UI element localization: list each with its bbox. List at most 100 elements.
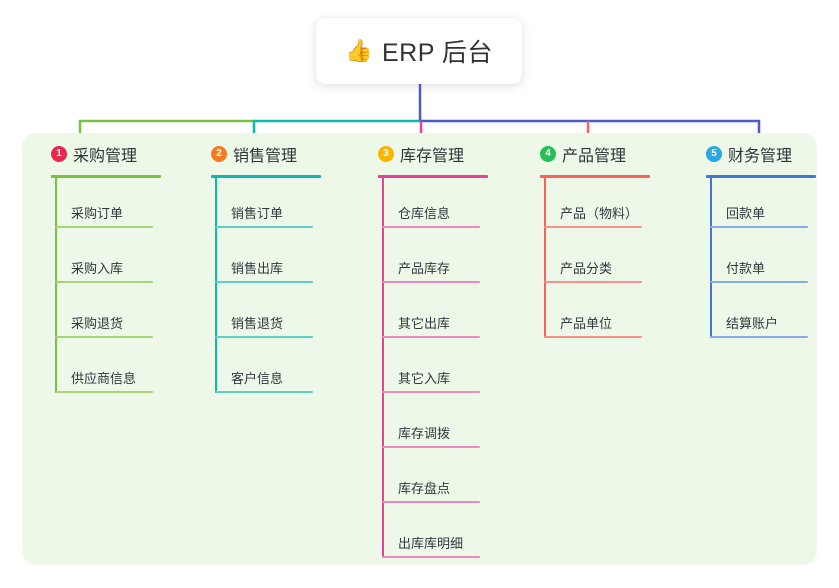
branch-header[interactable]: 3 库存管理	[362, 133, 522, 175]
branch-item[interactable]: 结算账户	[690, 287, 839, 342]
branch-item-label: 库存调拨	[398, 426, 451, 441]
branch-title: 财务管理	[728, 148, 793, 165]
branch-item-list: 产品（物料） 产品分类产品单位	[524, 177, 684, 342]
branch-item[interactable]: 库存调拨	[362, 397, 522, 452]
branch-item-label: 销售订单	[231, 206, 284, 221]
branch-item[interactable]: 其它入库	[362, 342, 522, 397]
branch-item-label: 采购退货	[71, 316, 124, 331]
root-node[interactable]: 👍 ERP 后台	[316, 18, 522, 84]
branch-item-label: 销售退货	[231, 316, 284, 331]
branch-item-underline	[710, 336, 808, 338]
branch-item-label: 其它出库	[398, 316, 451, 331]
branch-item[interactable]: 采购退货	[35, 287, 195, 342]
branch-item-underline	[382, 446, 480, 448]
branch-item-label: 产品单位	[560, 316, 613, 331]
branch-item[interactable]: 采购订单	[35, 177, 195, 232]
branch-item[interactable]: 产品（物料）	[524, 177, 684, 232]
branch-item[interactable]: 仓库信息	[362, 177, 522, 232]
branch-title: 销售管理	[233, 148, 298, 165]
branch-item-label: 销售出库	[231, 261, 284, 276]
branch-item[interactable]: 库存盘点	[362, 452, 522, 507]
branch-item-underline	[544, 281, 642, 283]
branch-header[interactable]: 4 产品管理	[524, 133, 684, 175]
branch-item[interactable]: 产品分类	[524, 232, 684, 287]
branch-item-list: 仓库信息产品库存其它出库其它入库库存调拨库存盘点出库库明细	[362, 177, 522, 562]
branch-item-label: 其它入库	[398, 371, 451, 386]
branch-spine	[55, 177, 57, 393]
branch-number-badge: 5	[706, 146, 722, 162]
branch-item[interactable]: 采购入库	[35, 232, 195, 287]
branch-item-list: 回款单付款单结算账户	[690, 177, 839, 342]
branch-item-label: 付款单	[726, 261, 766, 276]
branch-item-underline	[55, 281, 153, 283]
branch-item-label: 回款单	[726, 206, 766, 221]
branch-spine	[710, 177, 712, 338]
branch-underline	[211, 175, 321, 178]
branch-item-label: 采购订单	[71, 206, 124, 221]
branch-item[interactable]: 销售订单	[195, 177, 355, 232]
branch-item-underline	[382, 281, 480, 283]
thumbs-up-icon: 👍	[345, 38, 373, 63]
branch-underline	[378, 175, 488, 178]
branch-item-underline	[215, 281, 313, 283]
branch-item[interactable]: 回款单	[690, 177, 839, 232]
branch-number-badge: 3	[378, 146, 394, 162]
root-node-label: 👍 ERP 后台	[345, 33, 493, 69]
branch-column-财务管理: 5 财务管理回款单付款单结算账户	[690, 133, 839, 338]
branch-number-badge: 4	[540, 146, 556, 162]
branch-item[interactable]: 其它出库	[362, 287, 522, 342]
branch-spine	[544, 177, 546, 338]
branch-item-underline	[382, 556, 480, 558]
branch-item-underline	[215, 336, 313, 338]
branch-item-label: 仓库信息	[398, 206, 451, 221]
branch-item-underline	[710, 226, 808, 228]
branch-spine	[215, 177, 217, 393]
branch-item[interactable]: 付款单	[690, 232, 839, 287]
branch-item[interactable]: 产品库存	[362, 232, 522, 287]
branch-item-underline	[55, 336, 153, 338]
branch-item-underline	[215, 391, 313, 393]
branch-item-underline	[55, 391, 153, 393]
branch-header[interactable]: 2 销售管理	[195, 133, 355, 175]
branch-item-underline	[710, 281, 808, 283]
branch-spine	[382, 177, 384, 558]
branch-item-underline	[382, 336, 480, 338]
branches-panel	[22, 133, 817, 565]
branch-title: 库存管理	[400, 148, 465, 165]
branch-item-label: 采购入库	[71, 261, 124, 276]
branch-item-underline	[215, 226, 313, 228]
branch-item[interactable]: 供应商信息	[35, 342, 195, 397]
branch-column-销售管理: 2 销售管理销售订单销售出库销售退货客户信息	[195, 133, 355, 393]
root-title-text: ERP 后台	[382, 39, 493, 67]
branch-item-label: 供应商信息	[71, 371, 137, 386]
branch-item-underline	[382, 501, 480, 503]
branch-item-label: 产品库存	[398, 261, 451, 276]
branch-item-label: 产品（物料）	[560, 206, 639, 221]
branch-item-label: 结算账户	[726, 316, 779, 331]
branch-item-label: 客户信息	[231, 371, 284, 386]
branch-title: 产品管理	[562, 148, 627, 165]
branch-item-underline	[544, 226, 642, 228]
branch-underline	[51, 175, 161, 178]
branch-item-underline	[382, 226, 480, 228]
branch-item-underline	[544, 336, 642, 338]
branch-item-label: 库存盘点	[398, 481, 451, 496]
branch-item-underline	[55, 226, 153, 228]
branch-number-badge: 2	[211, 146, 227, 162]
branch-item-label: 产品分类	[560, 261, 613, 276]
branch-item[interactable]: 产品单位	[524, 287, 684, 342]
branch-item[interactable]: 出库库明细	[362, 507, 522, 562]
branch-column-产品管理: 4 产品管理产品（物料） 产品分类产品单位	[524, 133, 684, 338]
branch-underline	[706, 175, 816, 178]
branch-number-badge: 1	[51, 146, 67, 162]
branch-item[interactable]: 销售退货	[195, 287, 355, 342]
branch-item[interactable]: 客户信息	[195, 342, 355, 397]
branch-header[interactable]: 5 财务管理	[690, 133, 839, 175]
branch-item-list: 采购订单采购入库采购退货供应商信息	[35, 177, 195, 397]
branch-item[interactable]: 销售出库	[195, 232, 355, 287]
